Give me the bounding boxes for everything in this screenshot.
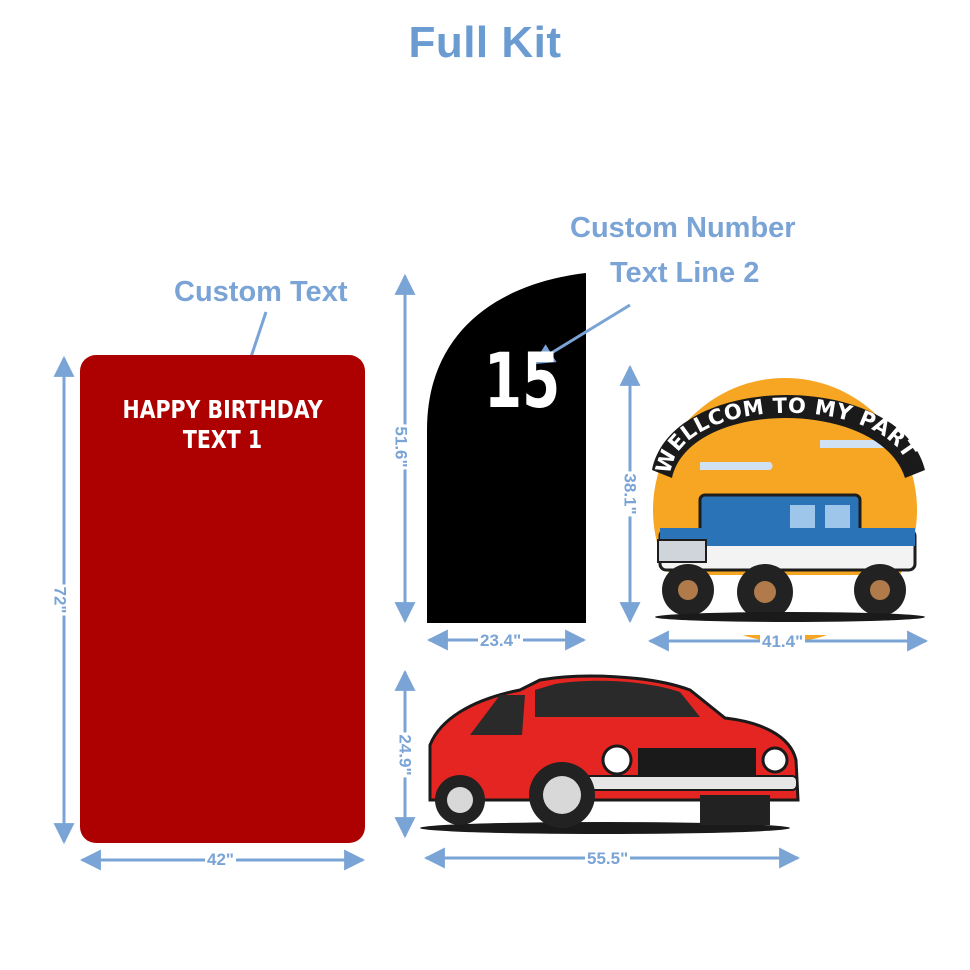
- black-panel-width-label: 23.4": [478, 631, 524, 651]
- truck-sign-height-label: 38.1": [619, 471, 640, 517]
- car-cutout: [420, 674, 800, 834]
- truck-sign-width-label: 41.4": [760, 632, 806, 652]
- callout-custom-text: Custom Text: [174, 276, 348, 308]
- red-panel-line1: HAPPY BIRTHDAY: [122, 395, 323, 424]
- callout-custom-number: Custom Number: [570, 212, 796, 244]
- red-panel-width-label: 42": [205, 850, 236, 870]
- red-panel-line2: TEXT 1: [182, 425, 263, 454]
- red-panel-height-label: 72": [49, 584, 70, 616]
- custom-number: 15: [484, 336, 561, 425]
- black-panel-height-label: 51.6": [390, 424, 411, 470]
- callout-text-line2: Text Line 2: [610, 257, 760, 289]
- car-width-label: 55.5": [585, 849, 631, 869]
- red-panel: HAPPY BIRTHDAY TEXT 1: [80, 355, 365, 843]
- page-title: Full Kit: [408, 18, 562, 67]
- truck-sign: [640, 378, 930, 642]
- car-height-label: 24.9": [394, 732, 415, 778]
